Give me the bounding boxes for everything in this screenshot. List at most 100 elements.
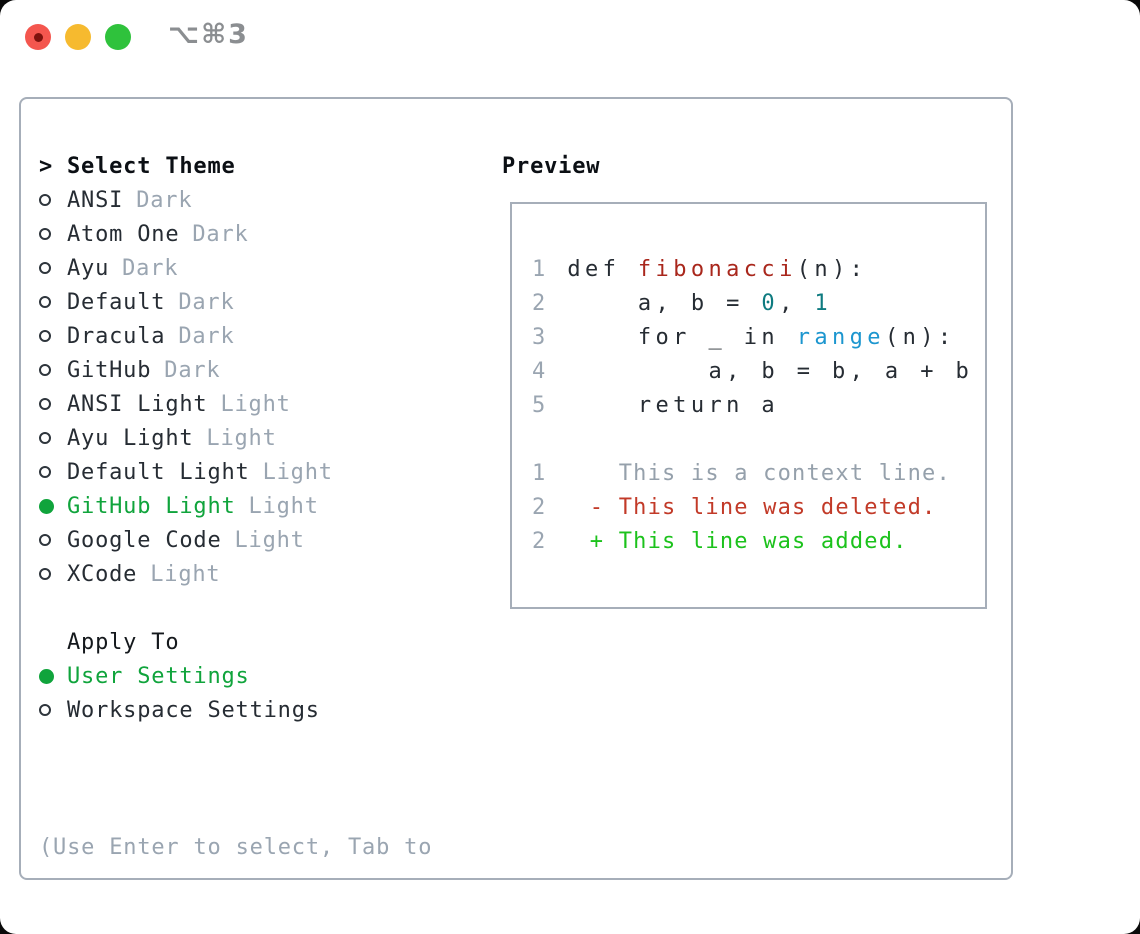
code-token: def: [567, 257, 638, 282]
minimize-button[interactable]: [65, 24, 91, 50]
theme-name: ANSI Light: [67, 391, 208, 417]
theme-variant-label: Light: [248, 493, 319, 519]
apply-to-header-row: Apply To: [39, 625, 320, 659]
theme-option[interactable]: XCode Light: [39, 557, 333, 591]
blank-line: [532, 423, 985, 457]
theme-option[interactable]: Atom One Dark: [39, 217, 333, 251]
line-number: 4: [532, 359, 550, 384]
diff-line: 1 This is a context line.: [532, 457, 985, 491]
theme-name: Dracula: [67, 323, 166, 349]
apply-to-title: Apply To: [67, 629, 180, 655]
line-number: 1: [532, 257, 550, 282]
radio-icon: [39, 498, 67, 514]
code-token: return a: [567, 393, 780, 418]
close-button[interactable]: [25, 24, 51, 50]
theme-name: ANSI: [67, 187, 124, 213]
theme-variant-label: Light: [150, 561, 221, 587]
theme-variant-label: Dark: [136, 187, 193, 213]
theme-variant-label: Dark: [192, 221, 249, 247]
apply-option-label: User Settings: [67, 663, 250, 689]
theme-name: Google Code: [67, 527, 222, 553]
diff-sign: +: [589, 529, 605, 554]
diff-text: This line was deleted.: [618, 495, 937, 520]
radio-icon: [39, 296, 67, 308]
radio-icon: [39, 704, 67, 716]
theme-name: GitHub Light: [67, 493, 236, 519]
apply-option[interactable]: User Settings: [39, 659, 320, 693]
code-line: 4 a, b = b, a + b: [532, 355, 985, 389]
radio-icon: [39, 262, 67, 274]
radio-icon: [39, 330, 67, 342]
radio-icon: [39, 398, 67, 410]
apply-option[interactable]: Workspace Settings: [39, 693, 320, 727]
window-title: ⌥⌘3: [168, 19, 249, 50]
radio-icon: [39, 228, 67, 240]
theme-option[interactable]: Google Code Light: [39, 523, 333, 557]
radio-icon: [39, 364, 67, 376]
theme-variant-label: Dark: [164, 357, 221, 383]
code-token: range: [796, 325, 885, 350]
theme-variant-label: Light: [234, 527, 305, 553]
diff-line: 2 - This line was deleted.: [532, 491, 985, 525]
theme-option[interactable]: ANSI Dark: [39, 183, 333, 217]
theme-option[interactable]: Ayu Light Light: [39, 421, 333, 455]
zoom-button[interactable]: [105, 24, 131, 50]
theme-name: GitHub: [67, 357, 152, 383]
code-token: 0: [761, 291, 780, 316]
window-controls: [25, 24, 131, 50]
theme-option[interactable]: GitHub Light Light: [39, 489, 333, 523]
line-number: 1: [532, 461, 547, 486]
theme-name: Atom One: [67, 221, 180, 247]
theme-option[interactable]: GitHub Dark: [39, 353, 333, 387]
code-token: 1: [814, 291, 833, 316]
radio-icon: [39, 568, 67, 580]
prompt-caret-icon: >: [39, 153, 54, 179]
theme-name: Default: [67, 289, 166, 315]
theme-name: Default Light: [67, 459, 250, 485]
code-token: a, b =: [567, 291, 762, 316]
apply-option-label: Workspace Settings: [67, 697, 320, 723]
hint-line-1: (Use Enter to select, Tab to: [39, 835, 433, 860]
diff-text: This line was added.: [618, 529, 908, 554]
diff-text: This is a context line.: [618, 461, 951, 486]
line-number: 2: [532, 291, 550, 316]
code-line: 3 for _ in range(n):: [532, 321, 985, 355]
theme-variant-label: Light: [262, 459, 333, 485]
code-line: 5 return a: [532, 389, 985, 423]
code-token: ,: [779, 291, 815, 316]
theme-name: Ayu Light: [67, 425, 194, 451]
code-token: for _ in: [567, 325, 797, 350]
diff-sign: [590, 461, 604, 486]
radio-icon: [39, 534, 67, 546]
theme-list-title: Select Theme: [67, 153, 236, 179]
radio-icon: [39, 194, 67, 206]
close-dot-icon: [33, 32, 43, 42]
radio-icon: [39, 466, 67, 478]
theme-variant-label: Light: [206, 425, 277, 451]
theme-option[interactable]: Default Light Light: [39, 455, 333, 489]
theme-name: Ayu: [67, 255, 110, 281]
code-line: 2 a, b = 0, 1: [532, 287, 985, 321]
theme-variant-label: Dark: [122, 255, 179, 281]
code-token: fibonacci: [637, 257, 797, 282]
diff-line: 2 + This line was added.: [532, 525, 985, 559]
code-token: (n):: [796, 257, 868, 282]
code-line: 1 def fibonacci(n):: [532, 253, 985, 287]
radio-icon: [39, 432, 67, 444]
theme-option[interactable]: Ayu Dark: [39, 251, 333, 285]
hint-text: (Use Enter to select, Tab to change focu…: [39, 763, 469, 934]
preview-title: Preview: [502, 153, 601, 179]
radio-icon: [39, 668, 67, 684]
code-token: a, b = b, a + b: [567, 359, 974, 384]
diff-sign: -: [589, 495, 605, 520]
theme-name: XCode: [67, 561, 138, 587]
line-number: 3: [532, 325, 550, 350]
